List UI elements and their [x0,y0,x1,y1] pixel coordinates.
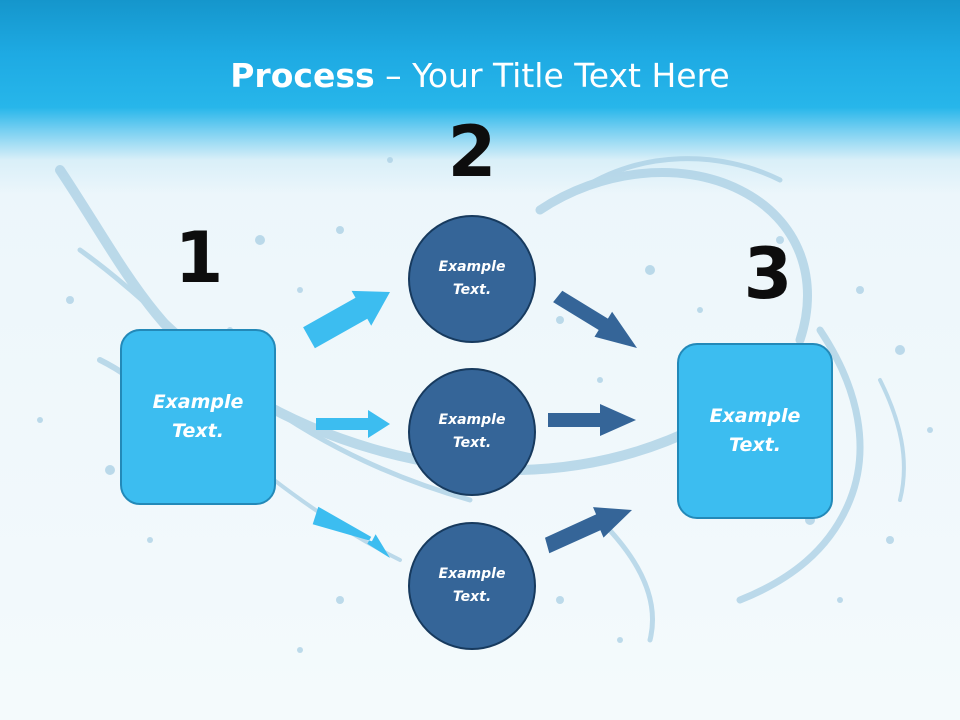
right-step-box: Example Text. [677,343,833,519]
header-band [0,0,960,195]
arrow-middle-to-3 [548,404,636,436]
circle-top: Example Text. [408,215,536,343]
circle-middle-text: Example Text. [438,412,506,451]
step-number-2: 2 [447,111,497,193]
circle-top-text: Example Text. [438,259,506,298]
step-number-3: 3 [743,233,793,315]
arrow-1-to-bottom [312,506,390,558]
step-number-1: 1 [174,217,224,299]
circle-middle: Example Text. [408,368,536,496]
slide-title: Process – Your Title Text Here [0,54,960,98]
arrow-bottom-to-3 [545,507,632,554]
circle-bottom: Example Text. [408,522,536,650]
left-step-box: Example Text. [120,329,276,505]
title-rest: – Your Title Text Here [374,56,730,95]
title-bold: Process [230,56,375,95]
arrow-top-to-3 [553,290,637,348]
arrow-1-to-middle [316,410,390,438]
circle-bottom-text: Example Text. [438,566,506,605]
arrow-1-to-top [303,290,390,349]
left-step-text: Example Text. [152,391,244,442]
right-step-text: Example Text. [709,405,801,456]
